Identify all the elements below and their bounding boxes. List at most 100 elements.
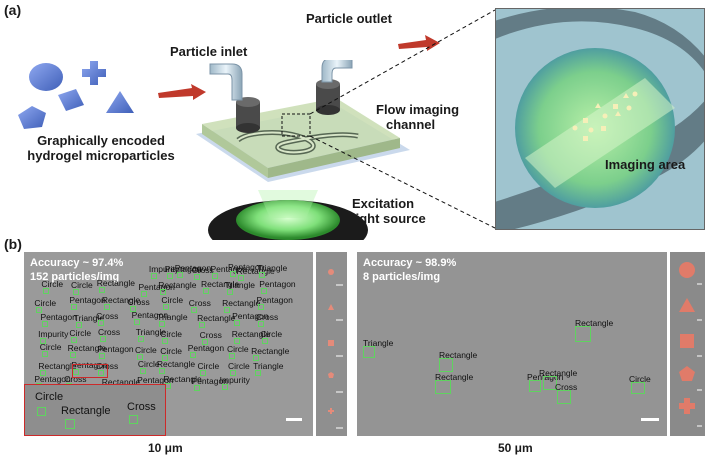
detection-label: Impurity — [148, 264, 180, 275]
detection-box — [69, 352, 76, 359]
detection-box — [150, 273, 157, 280]
detection-label: Triangle — [135, 326, 167, 337]
imaging-area-label: Imaging area — [605, 157, 686, 172]
detection-label: Cross — [96, 310, 119, 321]
detection-label: Pentagon — [97, 343, 134, 354]
detection-box — [40, 370, 47, 377]
detection-box — [139, 368, 146, 375]
detection-box — [103, 304, 110, 311]
detection-label: Rectangle — [38, 361, 77, 372]
detection-label: Impurity — [219, 375, 250, 386]
detection-label: Circle — [160, 329, 183, 340]
accuracy-right: Accuracy ~ 98.9% 8 particles/img — [363, 257, 457, 283]
detection-label: Cross — [191, 265, 214, 276]
detection-box — [163, 304, 170, 311]
right-label-5: Rectangle — [539, 368, 578, 378]
detection-box — [193, 384, 200, 391]
scale-label-left: 10 μm — [148, 441, 183, 455]
detection-box — [229, 370, 236, 377]
detection-label: Rectangle — [197, 312, 236, 323]
detection-label: Circle — [39, 342, 62, 353]
detection-label: Cross — [64, 374, 87, 385]
detection-box — [212, 273, 219, 280]
particle-strip-left — [316, 252, 347, 436]
accuracy-left: Accuracy ~ 97.4% 152 particles/img — [30, 257, 124, 283]
detection-box — [221, 384, 228, 391]
detection-box — [140, 290, 147, 297]
zoom-label-rectangle: Rectangle — [61, 405, 111, 417]
detection-box — [36, 306, 43, 313]
detection-box — [71, 336, 78, 343]
detection-label: Impurity — [38, 329, 69, 340]
detection-box — [261, 288, 268, 295]
detection-label: Rectangle — [156, 358, 196, 369]
detection-box — [75, 321, 82, 328]
detection-box — [42, 320, 49, 327]
detection-label: Pentagon — [40, 311, 77, 322]
detection-box — [229, 271, 236, 278]
scale-label-right: 50 μm — [498, 441, 533, 455]
detection-label: Rectangle — [96, 278, 135, 289]
detection-label: Triangle — [157, 311, 188, 322]
particle-inlet-label: Particle inlet — [170, 44, 248, 59]
detection-box — [228, 352, 235, 359]
detection-box — [165, 383, 172, 390]
panel-b-tag: (b) — [4, 236, 22, 252]
detection-box — [262, 337, 269, 344]
detection-box — [233, 338, 240, 345]
detection-label: Rectangle — [222, 297, 261, 308]
detection-label: Circle — [137, 359, 160, 370]
detection-box — [40, 338, 47, 345]
detection-label: Circle — [41, 278, 64, 289]
cross-particle — [82, 61, 106, 85]
detection-label: Pentagon — [174, 262, 212, 273]
detection-label: Rectangle — [231, 329, 270, 340]
detection-box — [98, 319, 105, 326]
imaging-area-zoom — [495, 8, 705, 230]
detection-label: Cross — [188, 297, 211, 308]
detection-label: Circle — [226, 343, 249, 354]
detection-box — [41, 351, 48, 358]
particle-outlet-label: Particle outlet — [306, 11, 392, 26]
right-label-2: Rectangle — [439, 350, 478, 360]
detection-label: Rectangle — [67, 343, 106, 354]
detection-box — [98, 287, 105, 294]
arrow-from-outlet — [398, 35, 440, 51]
detection-label: Pentagon — [256, 294, 293, 305]
detection-box — [73, 368, 80, 375]
detection-box — [72, 288, 79, 295]
detection-label: Rectangle — [158, 279, 197, 290]
detection-label: Rectangle — [201, 278, 240, 289]
detection-box — [258, 303, 265, 310]
detection-box — [190, 306, 197, 313]
detection-label: Pentagon — [187, 343, 225, 354]
detection-label: Triangle — [256, 262, 288, 273]
detection-label: Triangle — [253, 361, 284, 372]
detection-box — [136, 353, 143, 360]
detection-label: Rectangle — [251, 345, 290, 356]
detection-label: Circle — [134, 344, 157, 355]
arrow-to-inlet — [158, 84, 206, 100]
detection-box — [238, 274, 245, 281]
detection-box — [162, 354, 169, 361]
right-label-6: Cross — [555, 382, 578, 392]
detection-box — [71, 303, 78, 310]
detection-label: Cross — [199, 329, 222, 340]
detection-label: Pentagon — [131, 310, 169, 321]
detection-box — [99, 352, 106, 359]
right-label-4: Pentagon — [527, 372, 564, 382]
detection-label: Triangle — [73, 312, 105, 323]
detection-label: Circle — [197, 360, 220, 371]
detection-label: Rectangle — [163, 374, 202, 385]
micrograph-10um: Accuracy ~ 97.4% 152 particles/img Impur… — [24, 252, 313, 436]
detection-label: Pentagon — [259, 279, 296, 290]
scale-bar-left — [286, 418, 302, 421]
detection-label: Pentagon — [69, 294, 106, 305]
detection-box — [129, 306, 136, 313]
detection-label: Cross — [97, 326, 121, 337]
detection-box — [158, 367, 165, 374]
detection-box — [189, 352, 196, 359]
zoom-label-circle: Circle — [35, 391, 64, 403]
detection-box — [137, 335, 144, 342]
detection-box — [258, 320, 264, 327]
